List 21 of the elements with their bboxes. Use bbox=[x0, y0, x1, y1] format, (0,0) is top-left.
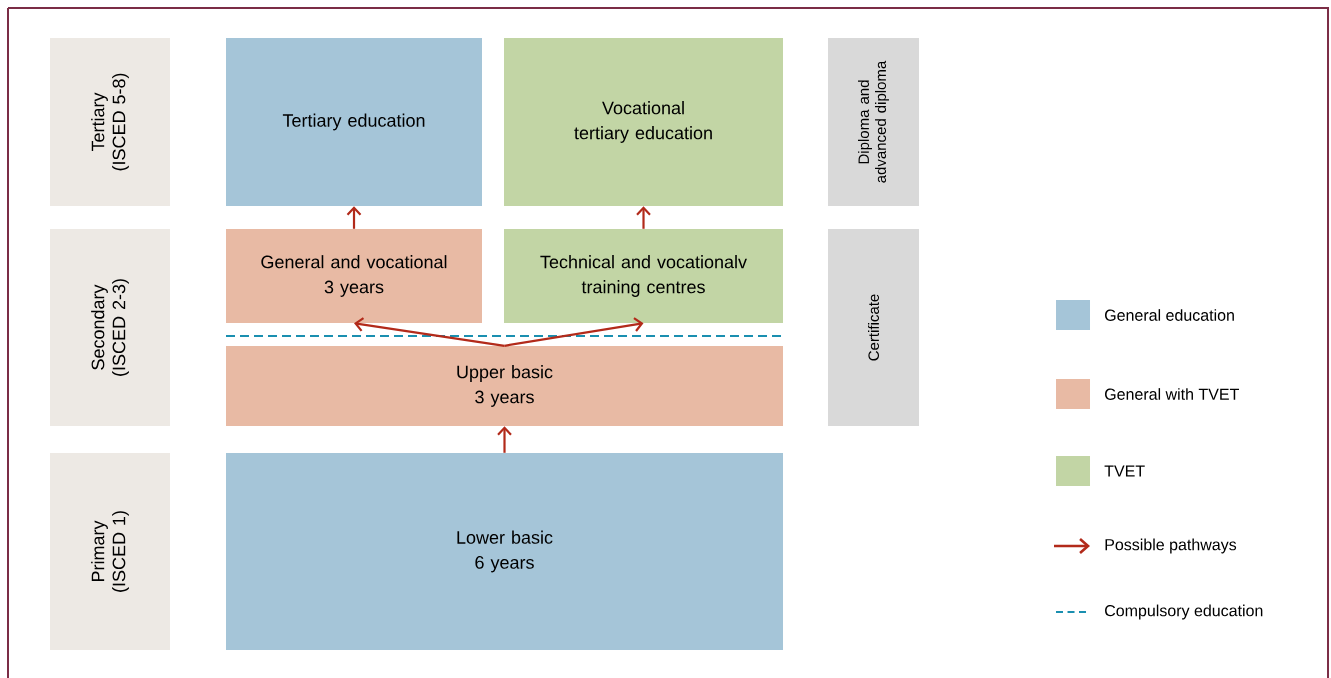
legend-label: General with TVET bbox=[1105, 388, 1239, 400]
level-box: Technical and vocationalv training centres bbox=[504, 229, 783, 323]
arrow bbox=[497, 426, 512, 453]
arrow bbox=[346, 206, 362, 229]
side-band: Secondary (ISCED 2-3) bbox=[50, 229, 170, 426]
side-band: Primary (ISCED 1) bbox=[50, 453, 170, 650]
level-box: General and vocational 3 years bbox=[226, 229, 482, 323]
legend-label: General education bbox=[1105, 309, 1234, 321]
level-box: Tertiary education bbox=[226, 38, 482, 206]
side-band: Tertiary (ISCED 5-8) bbox=[50, 38, 170, 206]
award-band: Diploma and advanced diploma bbox=[828, 38, 919, 206]
arrow bbox=[354, 317, 505, 347]
legend-label: Compulsory education bbox=[1105, 604, 1263, 620]
arrow bbox=[504, 317, 644, 347]
legend-label: TVET bbox=[1104, 465, 1145, 477]
legend-label: Possible pathways bbox=[1105, 538, 1237, 554]
award-band: Certificate bbox=[828, 229, 919, 426]
level-box: Vocational tertiary education bbox=[504, 38, 783, 206]
level-box: Lower basic 6 years bbox=[226, 453, 783, 650]
level-box: Upper basic 3 years bbox=[226, 346, 783, 426]
arrow bbox=[636, 206, 651, 229]
